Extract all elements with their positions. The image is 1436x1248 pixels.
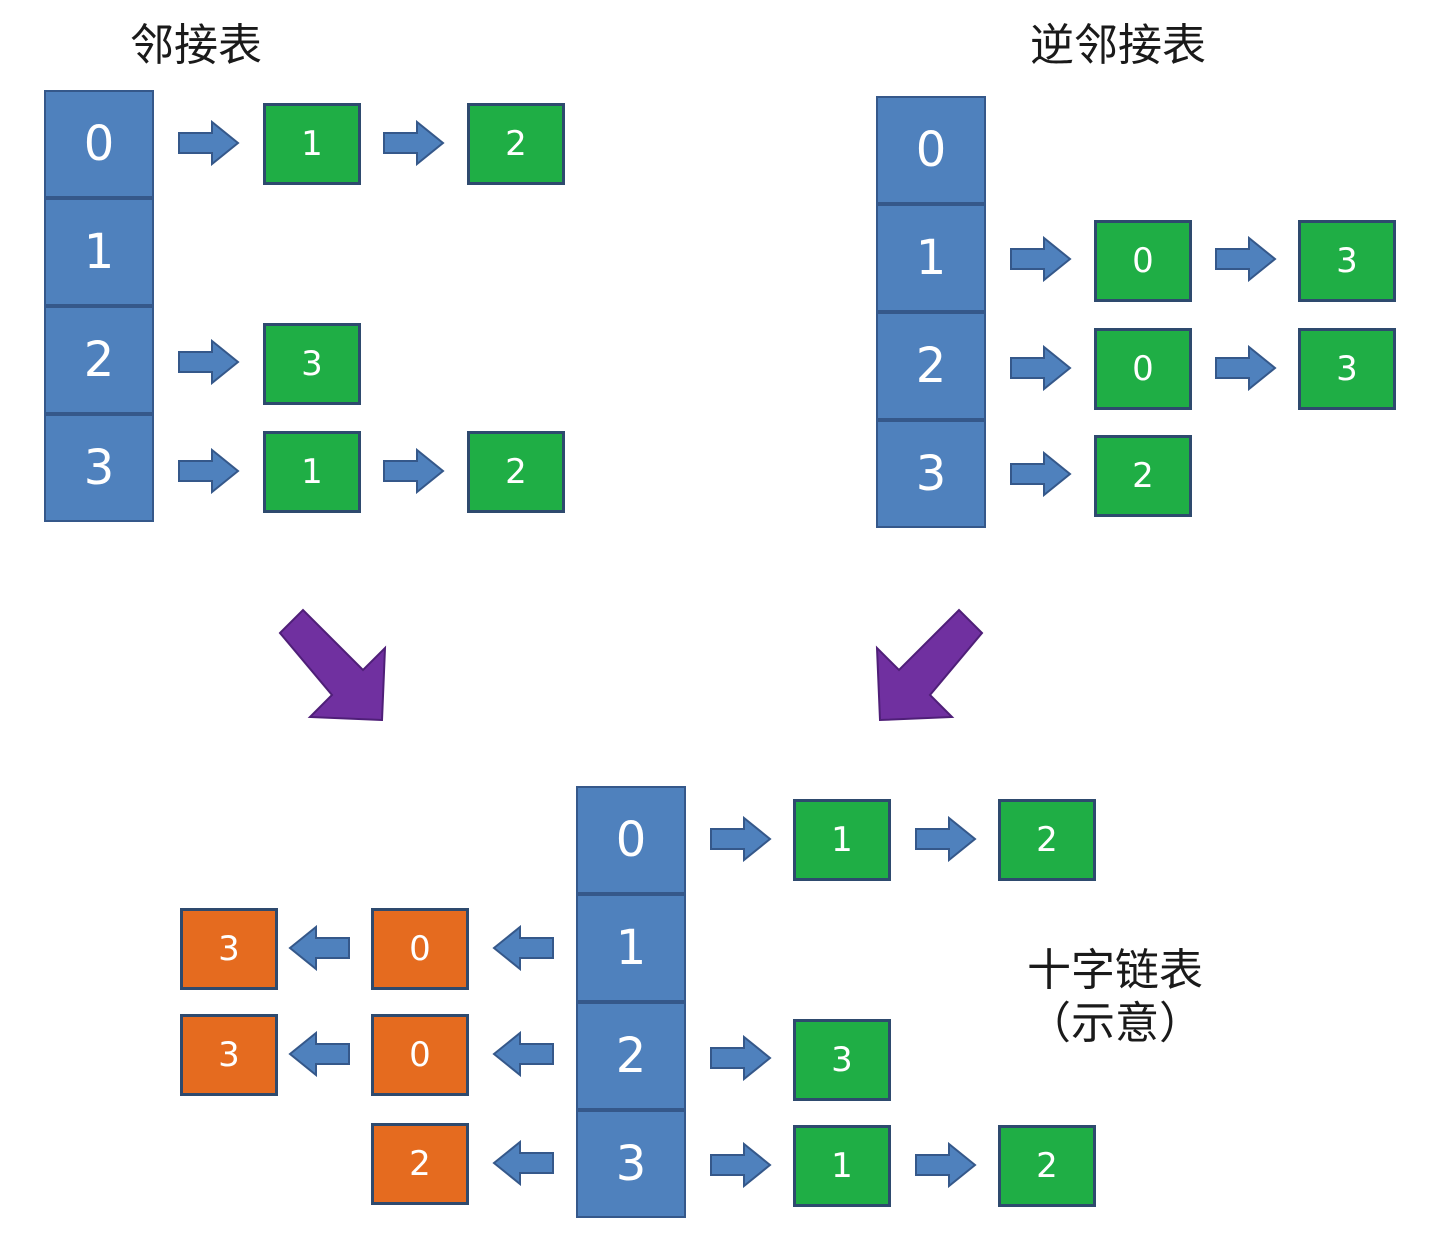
- right-arrow-icon: [915, 1142, 977, 1188]
- right-arrow-icon: [383, 448, 445, 494]
- inverse-node-2-0: 0: [1094, 328, 1192, 410]
- adjacency-vertex-1: 1: [44, 198, 154, 306]
- orthogonal-out-node-3-1: 2: [998, 1125, 1096, 1207]
- adjacency-node-3-0: 1: [263, 431, 361, 513]
- adjacency-node-0-1: 2: [467, 103, 565, 185]
- orthogonal-vertex-1: 1: [576, 894, 686, 1002]
- inverse-node-1-0: 0: [1094, 220, 1192, 302]
- left-arrow-icon: [288, 1031, 350, 1077]
- orthogonal-vertex-0: 0: [576, 786, 686, 894]
- inverse-vertex-2: 2: [876, 312, 986, 420]
- inverse-vertex-column: 0 1 2 3: [876, 96, 986, 528]
- right-arrow-icon: [1215, 236, 1277, 282]
- right-arrow-icon: [1010, 345, 1072, 391]
- right-arrow-icon: [1010, 236, 1072, 282]
- adjacency-vertex-0: 0: [44, 90, 154, 198]
- adjacency-node-2-0: 3: [263, 323, 361, 405]
- inverse-node-1-1: 3: [1298, 220, 1396, 302]
- adjacency-node-0-0: 1: [263, 103, 361, 185]
- inverse-vertex-3: 3: [876, 420, 986, 528]
- orthogonal-in-node-2-1: 3: [180, 1014, 278, 1096]
- orthogonal-out-node-0-1: 2: [998, 799, 1096, 881]
- orthogonal-vertex-column: 0 1 2 3: [576, 786, 686, 1218]
- adjacency-title: 邻接表: [130, 20, 262, 71]
- right-arrow-icon: [1010, 451, 1072, 497]
- orthogonal-list-note: （示意）: [1027, 997, 1203, 1049]
- orthogonal-in-node-1-0: 0: [371, 908, 469, 990]
- right-arrow-icon: [1215, 345, 1277, 391]
- inverse-vertex-0: 0: [876, 96, 986, 204]
- merge-arrow-icon: [278, 608, 387, 722]
- left-arrow-icon: [492, 925, 554, 971]
- inverse-adjacency-title: 逆邻接表: [1030, 20, 1206, 71]
- left-arrow-icon: [492, 1140, 554, 1186]
- right-arrow-icon: [383, 120, 445, 166]
- orthogonal-out-node-3-0: 1: [793, 1125, 891, 1207]
- adjacency-vertex-2: 2: [44, 306, 154, 414]
- orthogonal-in-node-3-0: 2: [371, 1123, 469, 1205]
- orthogonal-list-title: 十字链表: [1027, 945, 1203, 996]
- orthogonal-list-caption: 十字链表 （示意）: [1010, 945, 1220, 1051]
- right-arrow-icon: [710, 1035, 772, 1081]
- orthogonal-out-node-2-0: 3: [793, 1019, 891, 1101]
- inverse-vertex-1: 1: [876, 204, 986, 312]
- left-arrow-icon: [288, 925, 350, 971]
- left-arrow-icon: [492, 1031, 554, 1077]
- inverse-node-3-0: 2: [1094, 435, 1192, 517]
- right-arrow-icon: [178, 448, 240, 494]
- orthogonal-out-node-0-0: 1: [793, 799, 891, 881]
- right-arrow-icon: [178, 339, 240, 385]
- orthogonal-vertex-2: 2: [576, 1002, 686, 1110]
- orthogonal-vertex-3: 3: [576, 1110, 686, 1218]
- adjacency-vertex-column: 0 1 2 3: [44, 90, 154, 522]
- adjacency-node-3-1: 2: [467, 431, 565, 513]
- merge-arrow-icon: [875, 608, 984, 722]
- right-arrow-icon: [710, 1142, 772, 1188]
- orthogonal-in-node-2-0: 0: [371, 1014, 469, 1096]
- orthogonal-in-node-1-1: 3: [180, 908, 278, 990]
- inverse-node-2-1: 3: [1298, 328, 1396, 410]
- right-arrow-icon: [178, 120, 240, 166]
- adjacency-vertex-3: 3: [44, 414, 154, 522]
- right-arrow-icon: [710, 816, 772, 862]
- right-arrow-icon: [915, 816, 977, 862]
